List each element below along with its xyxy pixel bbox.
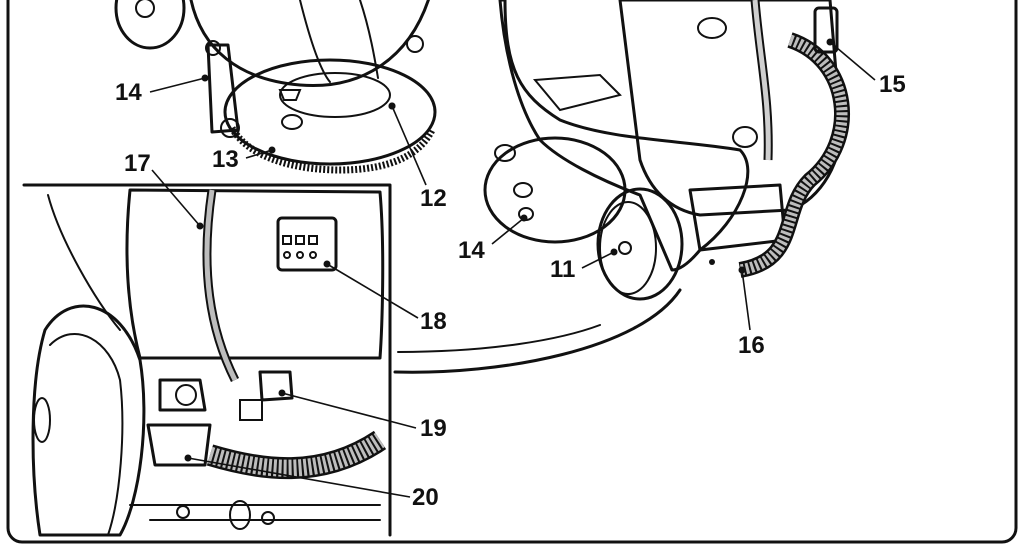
recovery-tank	[688, 183, 787, 252]
leader-16	[741, 269, 751, 331]
callout-15: 15	[879, 71, 906, 98]
left-brush-assembly	[114, 0, 437, 174]
leader-lines	[149, 41, 876, 498]
dot-17	[196, 222, 204, 230]
leader-20	[187, 457, 411, 498]
dot-13	[268, 146, 276, 154]
leader-dots	[184, 38, 834, 462]
brush-deck	[223, 58, 437, 166]
inset-detail-view	[22, 183, 392, 537]
leader-12	[391, 105, 427, 186]
dot-18	[323, 260, 331, 268]
dot-11	[610, 248, 618, 256]
leader-15	[829, 41, 876, 81]
drain-cap	[146, 423, 212, 467]
dot-12	[388, 102, 396, 110]
callout-19: 19	[420, 415, 447, 442]
right-machine-assembly	[393, 0, 850, 374]
leader-14-left	[149, 77, 206, 93]
dot-19	[278, 389, 286, 397]
callout-14-left: 14	[115, 79, 142, 106]
leader-17	[151, 169, 201, 227]
rear-wheel	[596, 187, 684, 301]
left-tank-body	[189, 0, 430, 88]
leader-19	[281, 392, 417, 429]
floor-pad-outline	[393, 288, 682, 374]
side-panel	[498, 0, 750, 272]
leader-14-right	[491, 217, 525, 245]
callout-18: 18	[420, 308, 447, 335]
callout-16: 16	[738, 332, 765, 359]
callout-11: 11	[550, 256, 575, 283]
dot-20	[184, 454, 192, 462]
dot-14-left	[201, 74, 209, 82]
callout-20: 20	[412, 484, 439, 511]
callout-14-right: 14	[458, 237, 485, 264]
dot-15	[826, 38, 834, 46]
dot-14-right	[520, 214, 528, 222]
valve-fitting	[158, 378, 207, 412]
leader-13	[245, 149, 273, 159]
inset-border	[22, 183, 392, 537]
leader-18	[326, 263, 419, 319]
control-panel	[276, 216, 338, 272]
callout-13: 13	[212, 146, 239, 173]
callout-numbers: 14 13 12 17 18 19 20 14 11 16 15	[115, 71, 906, 511]
dot-16	[738, 266, 746, 274]
diagram-frame	[6, 0, 1018, 544]
callout-12: 12	[420, 185, 447, 212]
left-top-wheel	[114, 0, 186, 50]
inset-housing	[125, 188, 385, 360]
leader-11	[581, 251, 615, 269]
callout-17: 17	[124, 150, 151, 177]
brush-ring	[228, 126, 436, 174]
hose-cap	[813, 6, 839, 54]
